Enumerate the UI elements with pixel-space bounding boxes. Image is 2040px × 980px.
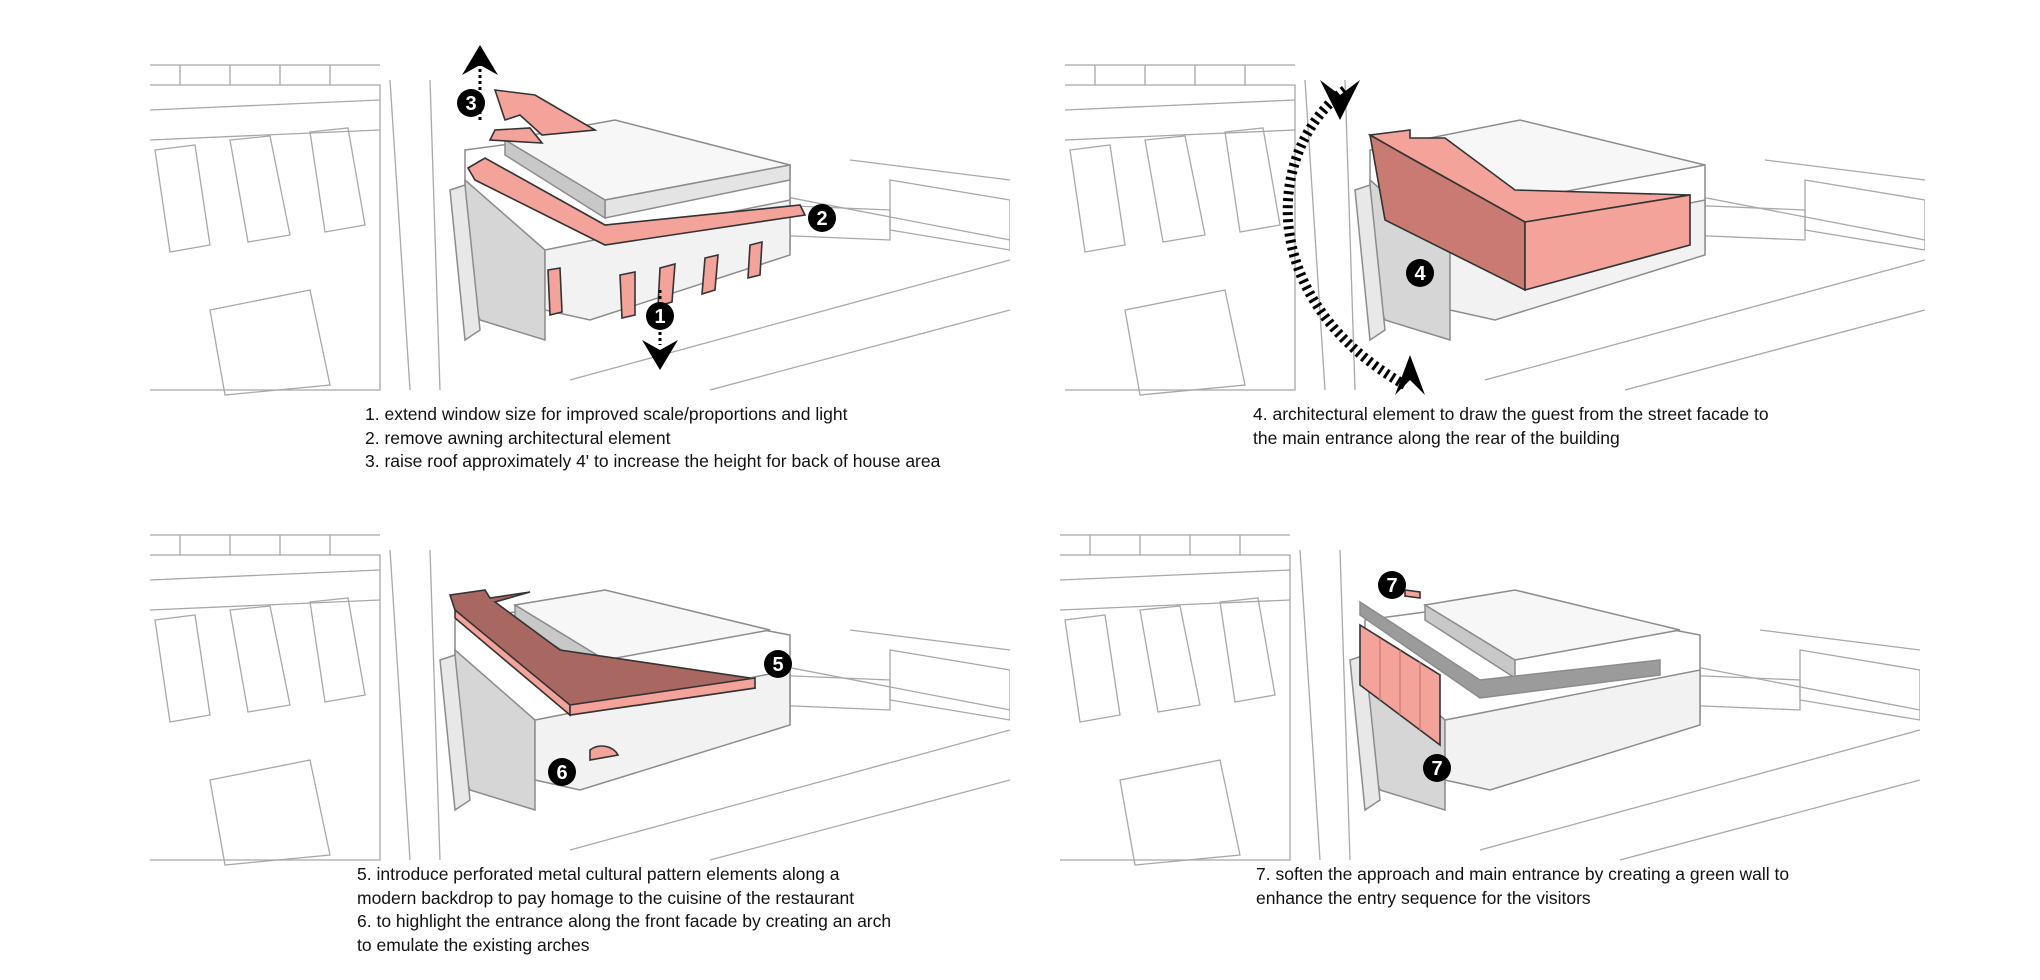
caption-line: 2. remove awning architectural element <box>365 427 671 448</box>
svg-text:5: 5 <box>772 654 783 676</box>
svg-text:4: 4 <box>1414 263 1426 285</box>
diagram-panel-3: 5 6 <box>150 510 1010 870</box>
badge-6: 6 <box>548 758 576 786</box>
massing-model-3: 5 6 <box>150 534 1010 866</box>
caption-line: 6. to highlight the entrance along the f… <box>357 911 892 931</box>
caption-line: the main entrance along the rear of the … <box>1253 427 1620 448</box>
caption-line: enhance the entry sequence for the visit… <box>1256 887 1591 908</box>
massing-model-4: 7 7 <box>1060 534 1920 866</box>
svg-text:7: 7 <box>1386 575 1397 597</box>
badge-1: 1 <box>646 302 674 330</box>
svg-text:1: 1 <box>654 306 665 328</box>
diagram-panel-1: 3 2 1 <box>150 40 1010 400</box>
diagram-panel-2: 4 <box>1065 40 1925 400</box>
badge-3: 3 <box>457 89 485 117</box>
svg-text:3: 3 <box>465 93 476 115</box>
caption-panel-4: 7. soften the approach and main entrance… <box>1256 863 1789 910</box>
badge-7-top: 7 <box>1378 571 1406 599</box>
caption-line: 7. soften the approach and main entrance… <box>1256 864 1790 884</box>
caption-line: 1. extend window size for improved scale… <box>365 404 848 424</box>
svg-text:2: 2 <box>816 208 827 230</box>
badge-5: 5 <box>764 650 792 678</box>
caption-line: 4. architectural element to draw the gue… <box>1253 404 1769 424</box>
caption-line: 3. raise roof approximately 4' to increa… <box>365 451 941 471</box>
caption-line: to emulate the existing arches <box>357 934 590 955</box>
caption-line: 5. introduce perforated metal cultural p… <box>357 864 840 884</box>
badge-2: 2 <box>808 204 836 232</box>
caption-panel-1: 1. extend window size for improved scale… <box>365 403 940 474</box>
massing-model-2: 4 <box>1065 64 1925 396</box>
svg-text:6: 6 <box>556 762 567 784</box>
svg-text:7: 7 <box>1431 758 1442 780</box>
badge-7-bottom: 7 <box>1423 754 1451 782</box>
badge-4: 4 <box>1406 259 1434 287</box>
caption-panel-2: 4. architectural element to draw the gue… <box>1253 403 1769 450</box>
diagram-panel-4: 7 7 <box>1060 510 1920 870</box>
massing-model-1: 3 2 1 <box>150 45 1010 396</box>
caption-panel-3: 5. introduce perforated metal cultural p… <box>357 863 891 957</box>
caption-line: modern backdrop to pay homage to the cui… <box>357 887 855 908</box>
